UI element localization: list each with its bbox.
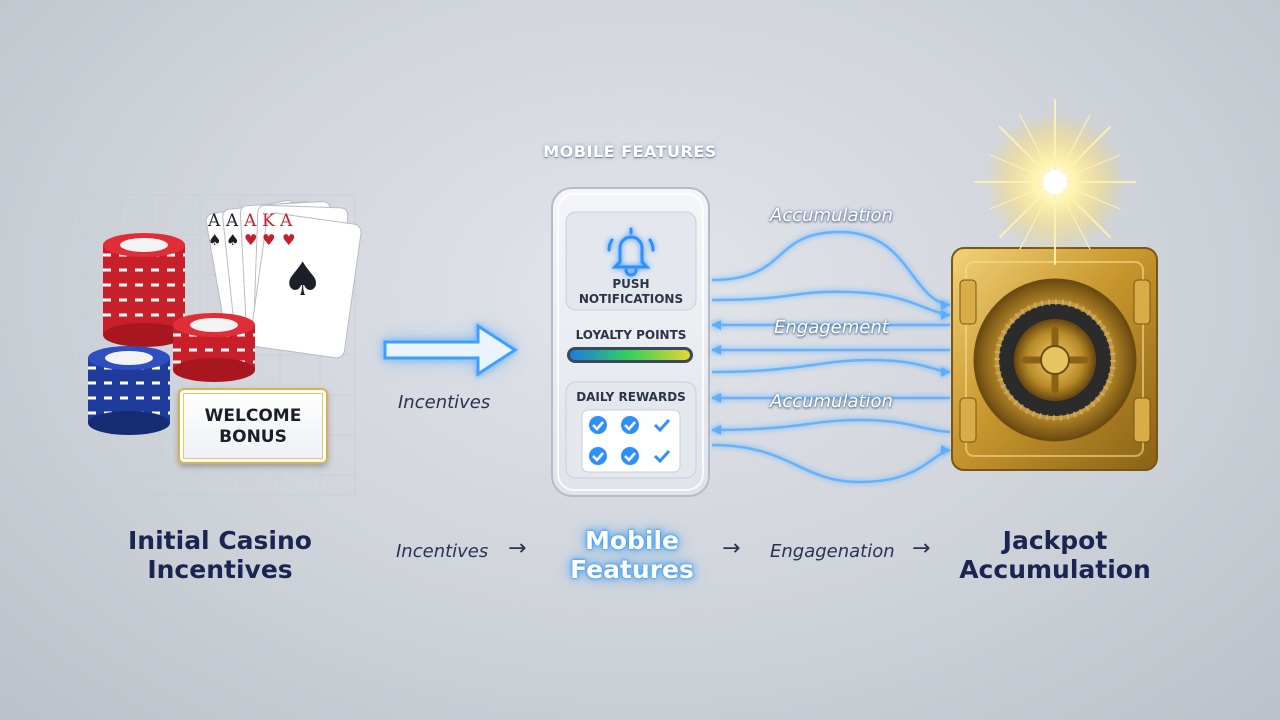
caption-mobile-features: Mobile Features bbox=[552, 526, 712, 584]
push-notifications-label: PUSH NOTIFICATIONS bbox=[566, 277, 696, 307]
big-spade-icon: ♠ bbox=[282, 252, 324, 306]
heart-icon: ♥ bbox=[244, 231, 258, 249]
loyalty-points-bar bbox=[567, 347, 693, 363]
caption-right-line2: Accumulation bbox=[959, 555, 1151, 584]
bottom-flow-arrow-2: → bbox=[722, 536, 741, 561]
chip-stack-blue bbox=[88, 346, 170, 435]
incentives-mid-label: Incentives bbox=[398, 392, 491, 413]
daily-rewards-label: DAILY REWARDS bbox=[576, 390, 686, 404]
spade-icon: ♠ bbox=[226, 231, 240, 249]
card-rank: A bbox=[226, 211, 239, 231]
check-icon bbox=[621, 416, 639, 434]
mobile-features-title: MOBILE FEATURES bbox=[543, 142, 717, 161]
accumulation-bottom-label: Accumulation bbox=[770, 391, 893, 412]
check-icon bbox=[653, 449, 671, 464]
engagement-label: Engagement bbox=[774, 317, 889, 338]
chip-stack-red-short bbox=[173, 313, 255, 382]
jackpot-vault bbox=[951, 247, 1158, 471]
mobile-phone bbox=[551, 187, 710, 497]
loyalty-points-label: LOYALTY POINTS bbox=[575, 328, 687, 342]
push-line1: PUSH bbox=[612, 277, 650, 291]
jackpot-starburst bbox=[974, 99, 1136, 265]
card-rank: A bbox=[244, 211, 257, 231]
caption-left-line2: Incentives bbox=[147, 555, 293, 584]
caption-middle-line1: Mobile bbox=[584, 526, 680, 555]
playing-cards bbox=[205, 199, 362, 359]
caption-jackpot-accumulation: Jackpot Accumulation bbox=[950, 526, 1160, 584]
bottom-flow-incentives: Incentives bbox=[396, 541, 489, 562]
flow-lines bbox=[711, 230, 951, 484]
bell-icon bbox=[607, 227, 655, 277]
card-rank: A bbox=[280, 211, 293, 231]
card-rank: K bbox=[262, 211, 275, 231]
welcome-bonus-ticket: WELCOME BONUS bbox=[178, 388, 328, 464]
chip-stack-red-tall bbox=[103, 233, 185, 347]
daily-rewards-checkboxes bbox=[581, 409, 681, 473]
bottom-flow-arrow-3: → bbox=[912, 536, 931, 561]
bottom-flow-engagenation: Engagenation bbox=[770, 541, 895, 562]
caption-left-line1: Initial Casino bbox=[128, 526, 312, 555]
spade-icon: ♠ bbox=[208, 231, 222, 249]
push-line2: NOTIFICATIONS bbox=[578, 292, 684, 306]
check-icon bbox=[589, 416, 607, 434]
heart-icon: ♥ bbox=[262, 231, 276, 249]
accumulation-top-label: Accumulation bbox=[770, 205, 893, 226]
caption-right-line1: Jackpot bbox=[1002, 526, 1108, 555]
bottom-flow-arrow-1: → bbox=[508, 536, 527, 561]
welcome-bonus-line2: BONUS bbox=[219, 427, 287, 447]
check-icon bbox=[653, 418, 671, 433]
card-rank: A bbox=[208, 211, 221, 231]
incentives-arrow bbox=[383, 323, 518, 377]
heart-icon: ♥ bbox=[282, 231, 296, 249]
caption-middle-line2: Features bbox=[570, 555, 694, 584]
check-icon bbox=[621, 447, 639, 465]
caption-initial-casino-incentives: Initial Casino Incentives bbox=[110, 526, 330, 584]
flow-arrowheads bbox=[712, 300, 950, 455]
welcome-bonus-line1: WELCOME bbox=[204, 406, 302, 426]
check-icon bbox=[589, 447, 607, 465]
